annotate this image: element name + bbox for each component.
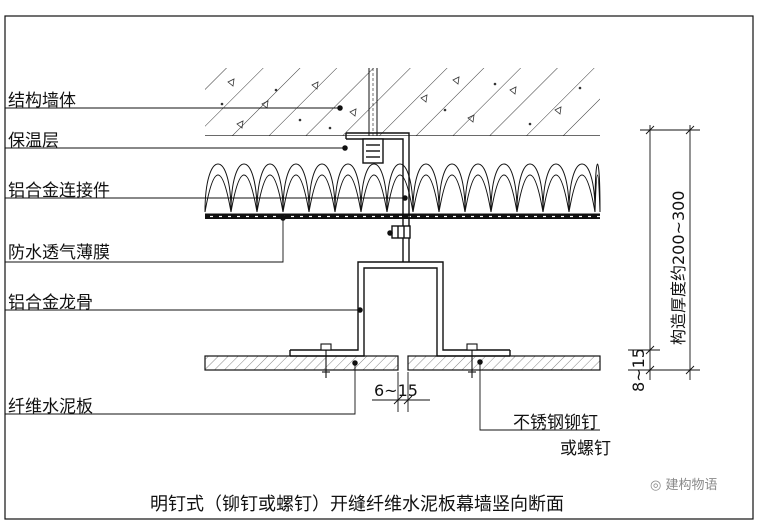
leader-lines (5, 105, 600, 431)
aluminium-keel (289, 261, 511, 357)
edge-dimension-label: 8~15 (629, 348, 648, 392)
label-rivet-line1: 不锈钢铆钉 (513, 413, 598, 433)
rivets (320, 343, 478, 378)
label-connector: 铝合金连接件 (8, 181, 110, 201)
gap-dimension (372, 372, 430, 412)
label-keel: 铝合金龙骨 (8, 293, 93, 313)
label-membrane: 防水透气薄膜 (8, 243, 110, 263)
drawing-title: 明钉式（铆钉或螺钉）开缝纤维水泥板幕墙竖向断面 (150, 494, 564, 515)
insulation-batt-curves (204, 163, 601, 213)
aluminium-connector (345, 132, 411, 262)
fiber-cement-boards (204, 355, 601, 371)
label-board: 纤维水泥板 (8, 397, 93, 417)
drawing-border (4, 15, 754, 520)
gap-dimension-label: 6~15 (374, 381, 418, 400)
label-structural-wall: 结构墙体 (8, 91, 76, 111)
depth-dimension (628, 125, 700, 380)
label-rivet-line2: 或螺钉 (560, 439, 611, 459)
watermark: ◎ 建构物语 (650, 478, 718, 493)
wechat-icon: ◎ (650, 478, 666, 493)
structural-wall (205, 68, 600, 137)
depth-dimension-label: 构造厚度约200~300 (669, 191, 688, 346)
label-insulation: 保温层 (8, 131, 59, 151)
